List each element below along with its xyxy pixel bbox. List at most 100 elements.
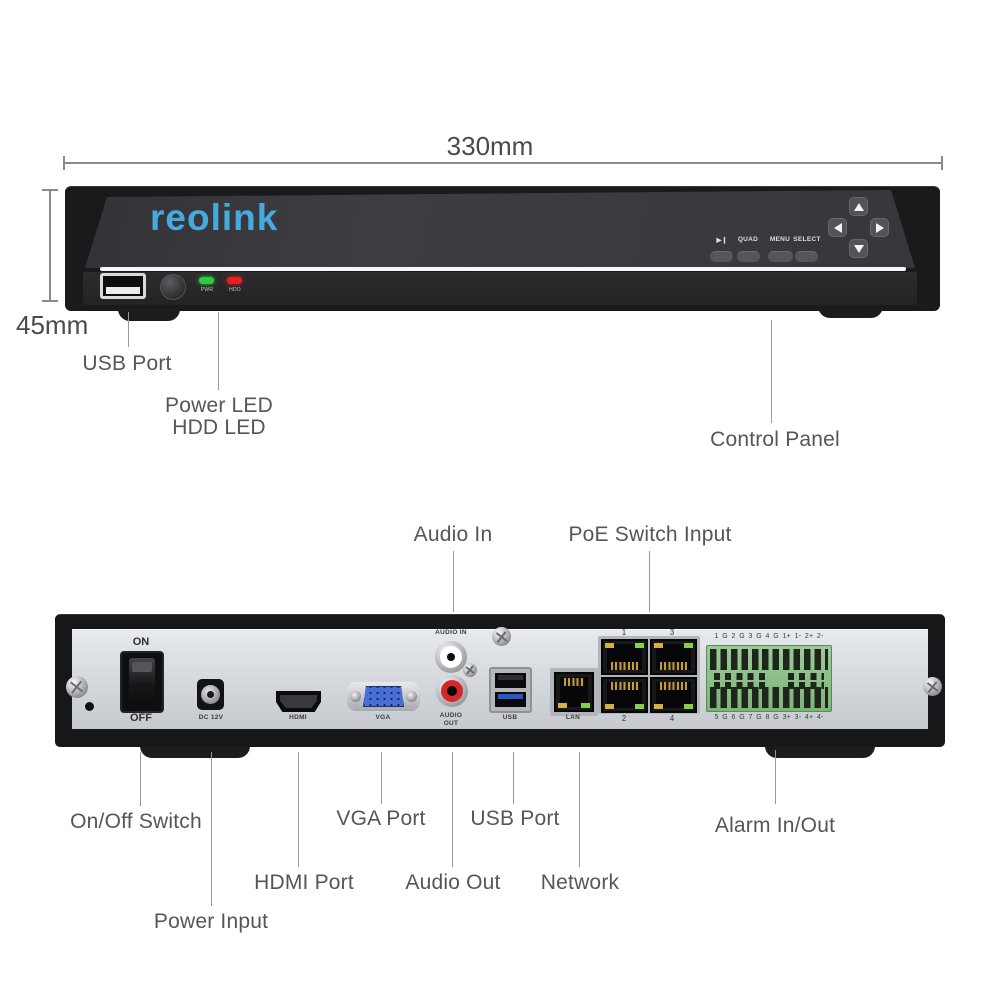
usb2-slot xyxy=(495,673,526,688)
audio-in-jack xyxy=(435,641,467,673)
select-button xyxy=(795,251,818,262)
power-input-callout: Power Input xyxy=(153,910,269,933)
lan-port xyxy=(554,672,594,712)
menu-label: MENU xyxy=(769,236,791,243)
usb-back-callout: USB Port xyxy=(470,807,560,830)
vga-port xyxy=(347,682,420,711)
hdd-led xyxy=(227,277,242,284)
width-dimension-label: 330mm xyxy=(446,131,534,161)
audio-out-callout: Audio Out xyxy=(405,871,501,894)
poe-port-4-pins xyxy=(660,682,687,690)
poe-port-3-led-green xyxy=(684,643,693,648)
usb3-slot xyxy=(495,692,526,707)
screw-left xyxy=(66,676,88,698)
poe-port-1-led-yellow xyxy=(605,643,614,648)
arrow-right-icon xyxy=(875,222,884,233)
height-dimension-tick-bottom xyxy=(42,300,58,302)
hdmi-label: HDMI xyxy=(289,714,307,721)
audio-out-label-line1: AUDIO xyxy=(439,712,463,719)
vga-port-callout: VGA Port xyxy=(336,807,426,830)
poe-port-3-led-yellow xyxy=(654,643,663,648)
power-input-leader xyxy=(211,752,212,906)
hdmi-port-leader xyxy=(298,752,299,867)
alarm-callout: Alarm In/Out xyxy=(714,814,836,837)
terminal-mid-row1-right xyxy=(788,673,824,680)
usb-port-leader xyxy=(128,312,129,347)
poe-port1-label: 1 xyxy=(621,628,627,637)
height-dimension-line xyxy=(49,190,51,302)
hdd-led-callout: HDD LED xyxy=(172,416,266,439)
dc-12v-label: DC 12V xyxy=(198,714,224,721)
select-label: SELECT xyxy=(793,236,821,243)
screw-top xyxy=(492,627,511,646)
on-off-callout: On/Off Switch xyxy=(70,810,202,833)
ir-sensor xyxy=(160,274,186,300)
width-dimension-line xyxy=(63,162,943,164)
poe-port-2-pins xyxy=(611,682,638,690)
back-usb-ports xyxy=(489,667,532,713)
terminal-mid-row1-left xyxy=(714,673,770,680)
usb-port-callout: USB Port xyxy=(82,352,172,375)
power-led-label: PWR xyxy=(200,287,214,293)
quad-label: QUAD xyxy=(737,236,759,243)
width-dimension-tick-right xyxy=(941,156,943,170)
screw-right xyxy=(923,677,942,696)
usb3-tongue xyxy=(498,694,523,699)
arrow-up-icon xyxy=(853,202,864,211)
hdmi-port xyxy=(276,691,321,712)
play-pause-button xyxy=(710,251,733,262)
vga-screw-left xyxy=(350,691,361,702)
poe-port4-label: 4 xyxy=(669,714,675,723)
logo-o-pin: o xyxy=(186,197,211,238)
poe-switch-leader xyxy=(649,551,650,612)
hdmi-port-inner xyxy=(280,695,317,708)
usb-back-leader xyxy=(513,752,514,804)
control-panel-leader xyxy=(771,320,772,423)
poe-port-3 xyxy=(650,639,697,675)
lan-port-pins xyxy=(564,678,584,686)
lan-label: LAN xyxy=(565,714,581,721)
height-dimension-tick-top xyxy=(42,189,58,191)
poe-port-1 xyxy=(601,639,648,675)
on-label: ON xyxy=(132,636,150,648)
vga-port-leader xyxy=(381,752,382,804)
power-switch xyxy=(120,651,164,713)
poe-port-1-pins xyxy=(611,662,638,670)
control-panel-callout: Control Panel xyxy=(710,428,840,451)
logo-text-re: re xyxy=(150,197,187,238)
play-pause-label: ▶❙ xyxy=(716,237,728,244)
usb-label: USB xyxy=(502,714,518,721)
audio-out-label-line2: OUT xyxy=(443,720,459,727)
network-leader xyxy=(579,752,580,867)
network-callout: Network xyxy=(540,871,620,894)
front-foot-right xyxy=(818,305,883,318)
hdmi-port-callout: HDMI Port xyxy=(254,871,354,894)
front-accent-stripe xyxy=(100,267,906,271)
audio-in-label: AUDIO IN xyxy=(435,629,467,636)
dc-power-jack xyxy=(197,679,224,710)
power-led-callout: Power LED xyxy=(164,394,274,417)
arrow-down-icon xyxy=(853,244,864,253)
terminal-slots-top xyxy=(710,649,828,670)
lan-led-green xyxy=(581,703,590,708)
dc-jack-pin xyxy=(207,691,214,698)
terminal-top-labels: 1 G 2 G 3 G 4 G 1+ 1- 2+ 2- xyxy=(714,633,824,640)
alarm-leader xyxy=(775,750,776,804)
vga-screw-right xyxy=(406,691,417,702)
quad-button xyxy=(737,251,760,262)
poe-port-4 xyxy=(650,677,697,713)
hdd-led-label: HDD xyxy=(229,287,241,293)
vga-connector xyxy=(363,686,404,707)
terminal-mid-row2-left xyxy=(714,682,770,689)
poe-port2-label: 2 xyxy=(621,714,627,723)
audio-out-leader xyxy=(452,752,453,867)
height-dimension-label: 45mm xyxy=(16,310,89,340)
width-dimension-tick-left xyxy=(63,156,65,170)
poe-port-1-led-green xyxy=(635,643,644,648)
poe-port-4-led-yellow xyxy=(654,704,663,709)
audio-in-callout: Audio In xyxy=(413,523,493,546)
usb2-tongue xyxy=(498,675,523,680)
poe-port-2-led-green xyxy=(635,704,644,709)
led-leader xyxy=(218,312,219,390)
